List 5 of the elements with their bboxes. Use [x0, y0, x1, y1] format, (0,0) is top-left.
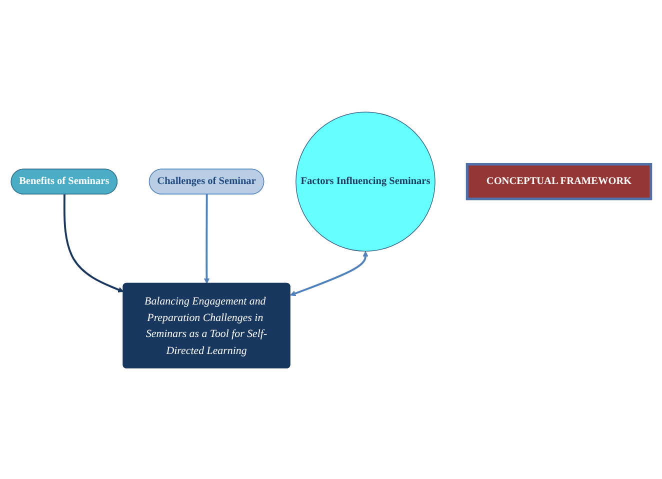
node-circle: Factors Influencing Seminars	[296, 111, 436, 251]
arrow	[290, 250, 368, 296]
arrow	[63, 194, 124, 292]
node-box: CONCEPTUAL FRAMEWORK	[466, 162, 652, 200]
arrow	[204, 194, 210, 284]
